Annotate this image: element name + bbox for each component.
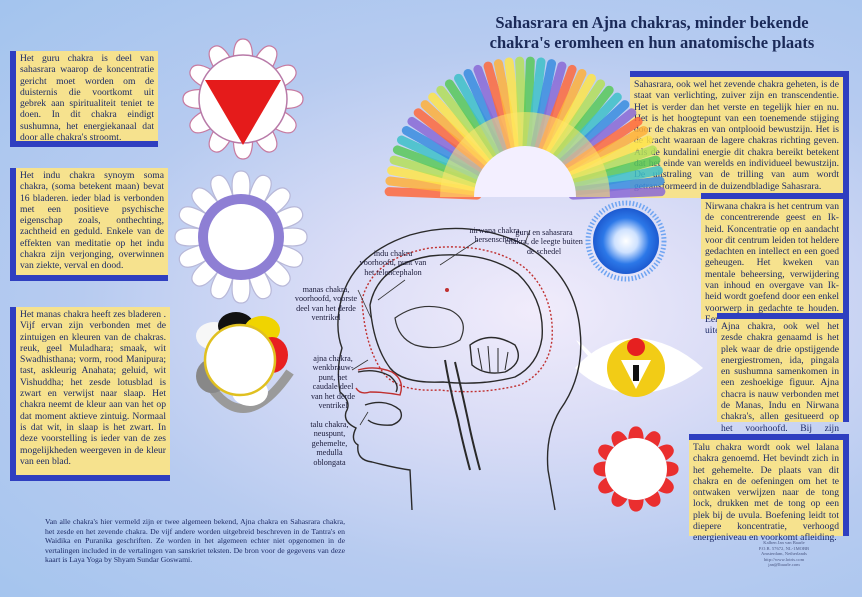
bottom-note: Van alle chakra's hier vermeld zijn er t… bbox=[45, 517, 345, 565]
ajna-chakra-box: Ajna chakra, ook wel het zesde chakra ge… bbox=[717, 313, 849, 445]
label-manas: manas chakra, voorhoofd, voorste deel va… bbox=[294, 285, 358, 323]
ajna-chakra-icon bbox=[575, 338, 703, 397]
title-line-2: chakra's eromheen en hun anatomische pla… bbox=[489, 33, 815, 52]
title-line-1: Sahasrara en Ajna chakras, minder bekend… bbox=[495, 13, 809, 32]
manas-lotus-icon bbox=[196, 312, 294, 413]
sahasrara-box: Sahasrara, ook wel het zevende chakra ge… bbox=[630, 71, 849, 198]
talu-lotus-icon bbox=[593, 426, 679, 512]
indu-lotus-icon bbox=[174, 170, 308, 304]
nirwana-sphere-icon bbox=[585, 200, 667, 282]
label-ajna: ajna chakra, wenkbrauw-punt, het caudale… bbox=[310, 354, 356, 411]
label-nirwana: nirwana chakra, hersenschors bbox=[469, 226, 522, 245]
guru-chakra-box: Het guru chakra is deel van sahasrara wa… bbox=[10, 51, 158, 147]
guru-lotus-icon bbox=[182, 38, 304, 160]
publisher-line: Amsterdam, Netherlands bbox=[761, 551, 807, 557]
label-guru: guru en sahasrara chakra, de leegte buit… bbox=[505, 228, 583, 256]
publisher-line: jan@lbaarle.com bbox=[768, 562, 800, 568]
indu-chakra-box: Het indu chakra synoym soma chakra, (som… bbox=[10, 168, 168, 281]
head-anatomy-illustration bbox=[337, 227, 582, 511]
manas-chakra-box: Het manas chakra heeft zes bladeren . Vi… bbox=[10, 307, 170, 481]
sahasrara-rainbow-icon bbox=[384, 56, 666, 200]
publisher-info: Kalben Jan van Baarle P.O.B. 57672, NL-1… bbox=[744, 540, 824, 568]
talu-chakra-box: Talu chakra wordt ook wel lalana chakra … bbox=[689, 434, 849, 543]
label-indu: indu chakra voorhoofd, punt van het tele… bbox=[359, 249, 427, 277]
publisher-line: P.O.B. 57672, NL-1MOBB bbox=[758, 545, 810, 551]
publisher-line: Kalben Jan van Baarle bbox=[763, 540, 805, 545]
label-pointer-lines bbox=[351, 229, 531, 426]
publisher-line: http://www.lotris.com bbox=[763, 556, 805, 562]
page-title: Sahasrara en Ajna chakras, minder bekend… bbox=[452, 13, 852, 53]
label-talu: talu chakra, neuspunt, gehemelte, medull… bbox=[310, 420, 349, 467]
